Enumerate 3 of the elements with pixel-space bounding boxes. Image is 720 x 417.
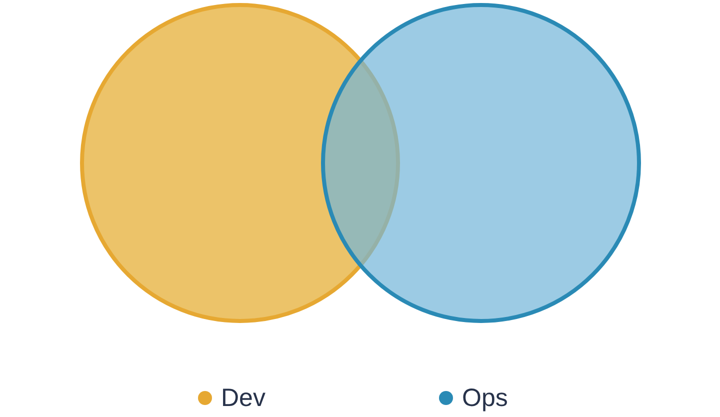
venn-circle (321, 3, 641, 323)
legend-label: Ops (462, 383, 508, 414)
legend-label: Dev (221, 383, 266, 414)
